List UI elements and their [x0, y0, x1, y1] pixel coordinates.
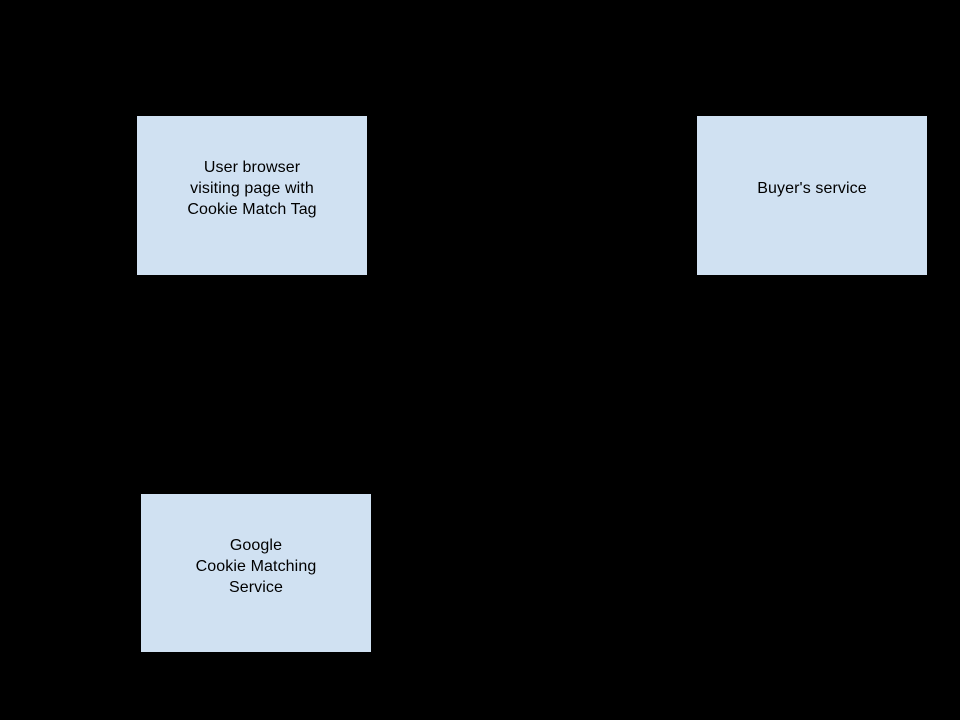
- node-user-browser-label: User browser visiting page with Cookie M…: [187, 159, 317, 218]
- connector-user-browser-to-buyers-service: [368, 195, 696, 196]
- node-google-cookie-matching-service-label: Google Cookie Matching Service: [195, 536, 317, 596]
- connector-user-browser-to-google-cookie-matching-service: [252, 276, 253, 493]
- node-google-cookie-matching-service[interactable]: Google Cookie Matching Service: [140, 493, 372, 653]
- node-user-browser[interactable]: User browser visiting page with Cookie M…: [136, 115, 368, 276]
- node-buyers-service-label: Buyer's service: [757, 180, 867, 197]
- node-buyers-service[interactable]: Buyer's service: [696, 115, 928, 276]
